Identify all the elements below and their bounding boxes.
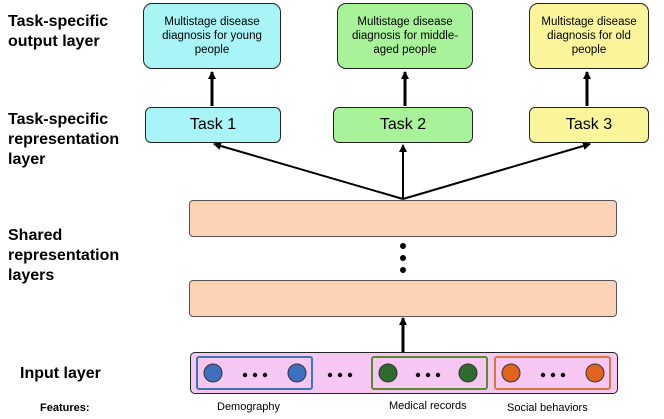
feature-label-social-behaviors: Social behaviors: [507, 402, 588, 414]
task-box-1: Task 1: [145, 107, 281, 143]
arrow-shared-to-task3: [402, 142, 591, 200]
feature-node: [203, 363, 223, 383]
label-representation-layer: Task-specific representation layer: [8, 111, 120, 168]
arrow-shared-to-task1: [213, 142, 404, 200]
input-layer-box: [190, 352, 618, 394]
label-output-layer: Task-specific output layer: [8, 13, 109, 50]
ellipsis-dots: [242, 372, 566, 378]
task-box-3: Task 3: [529, 107, 649, 143]
shared-layer-bottom: [189, 280, 617, 317]
feature-node: [585, 363, 605, 383]
feature-node: [378, 363, 398, 383]
label-shared-layers: Shared representation layers: [8, 227, 120, 284]
feature-group-social-behaviors: [494, 356, 611, 390]
output-box-young: Multistage disease diagnosis for young p…: [143, 3, 281, 69]
feature-group-medical-records: [371, 356, 488, 390]
layer-ellipsis-dot: [400, 243, 406, 249]
feature-node: [287, 363, 307, 383]
shared-layer-top: [189, 200, 617, 237]
feature-label-medical-records: Medical records: [389, 400, 467, 412]
feature-label-demography: Demography: [217, 401, 280, 413]
output-box-old: Multistage disease diagnosis for old peo…: [529, 3, 649, 69]
layer-ellipsis-dot: [400, 267, 406, 273]
output-box-middle-aged: Multistage disease diagnosis for middle-…: [337, 3, 473, 69]
feature-group-demography: [196, 356, 313, 390]
task-box-2: Task 2: [333, 107, 473, 143]
label-input-layer: Input layer: [20, 365, 101, 382]
layer-ellipsis-dot: [400, 255, 406, 261]
feature-node: [458, 363, 478, 383]
label-features: Features:: [40, 402, 90, 414]
feature-node: [501, 363, 521, 383]
